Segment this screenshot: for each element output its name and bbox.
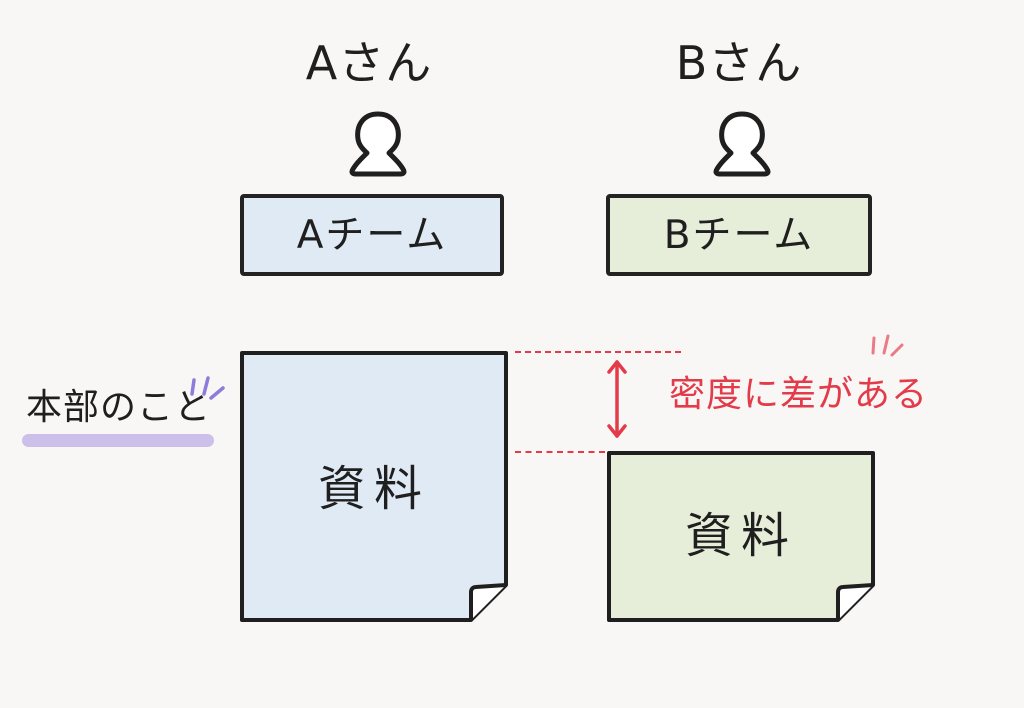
document-b-label: 資料 bbox=[684, 508, 797, 564]
left-note-highlight bbox=[22, 434, 214, 447]
person-a-name: Aさん bbox=[305, 36, 433, 90]
person-b-name: Bさん bbox=[675, 36, 803, 90]
document-a-label: 資料 bbox=[317, 461, 430, 517]
left-note-text: 本部のこと bbox=[26, 387, 212, 428]
difference-line-bottom bbox=[515, 451, 605, 453]
left-note-sparkle-icon bbox=[190, 376, 225, 400]
difference-note-text: 密度に差がある bbox=[669, 374, 929, 415]
document-b-sheet bbox=[607, 451, 875, 622]
difference-line-top bbox=[515, 351, 681, 353]
person-a-icon bbox=[349, 111, 407, 177]
team-a-label: Aチーム bbox=[296, 212, 448, 258]
document-a: 資料 bbox=[239, 350, 509, 623]
left-note-wrapper: 本部のこと bbox=[18, 376, 238, 462]
difference-arrow-icon bbox=[607, 360, 627, 438]
document-b: 資料 bbox=[606, 450, 876, 623]
difference-sparkle-icon bbox=[871, 334, 904, 357]
document-a-sheet bbox=[240, 351, 508, 622]
team-b-box: Bチーム bbox=[606, 194, 872, 276]
person-b-icon bbox=[713, 111, 771, 177]
team-b-label: Bチーム bbox=[663, 212, 815, 258]
team-a-box: Aチーム bbox=[240, 194, 504, 276]
